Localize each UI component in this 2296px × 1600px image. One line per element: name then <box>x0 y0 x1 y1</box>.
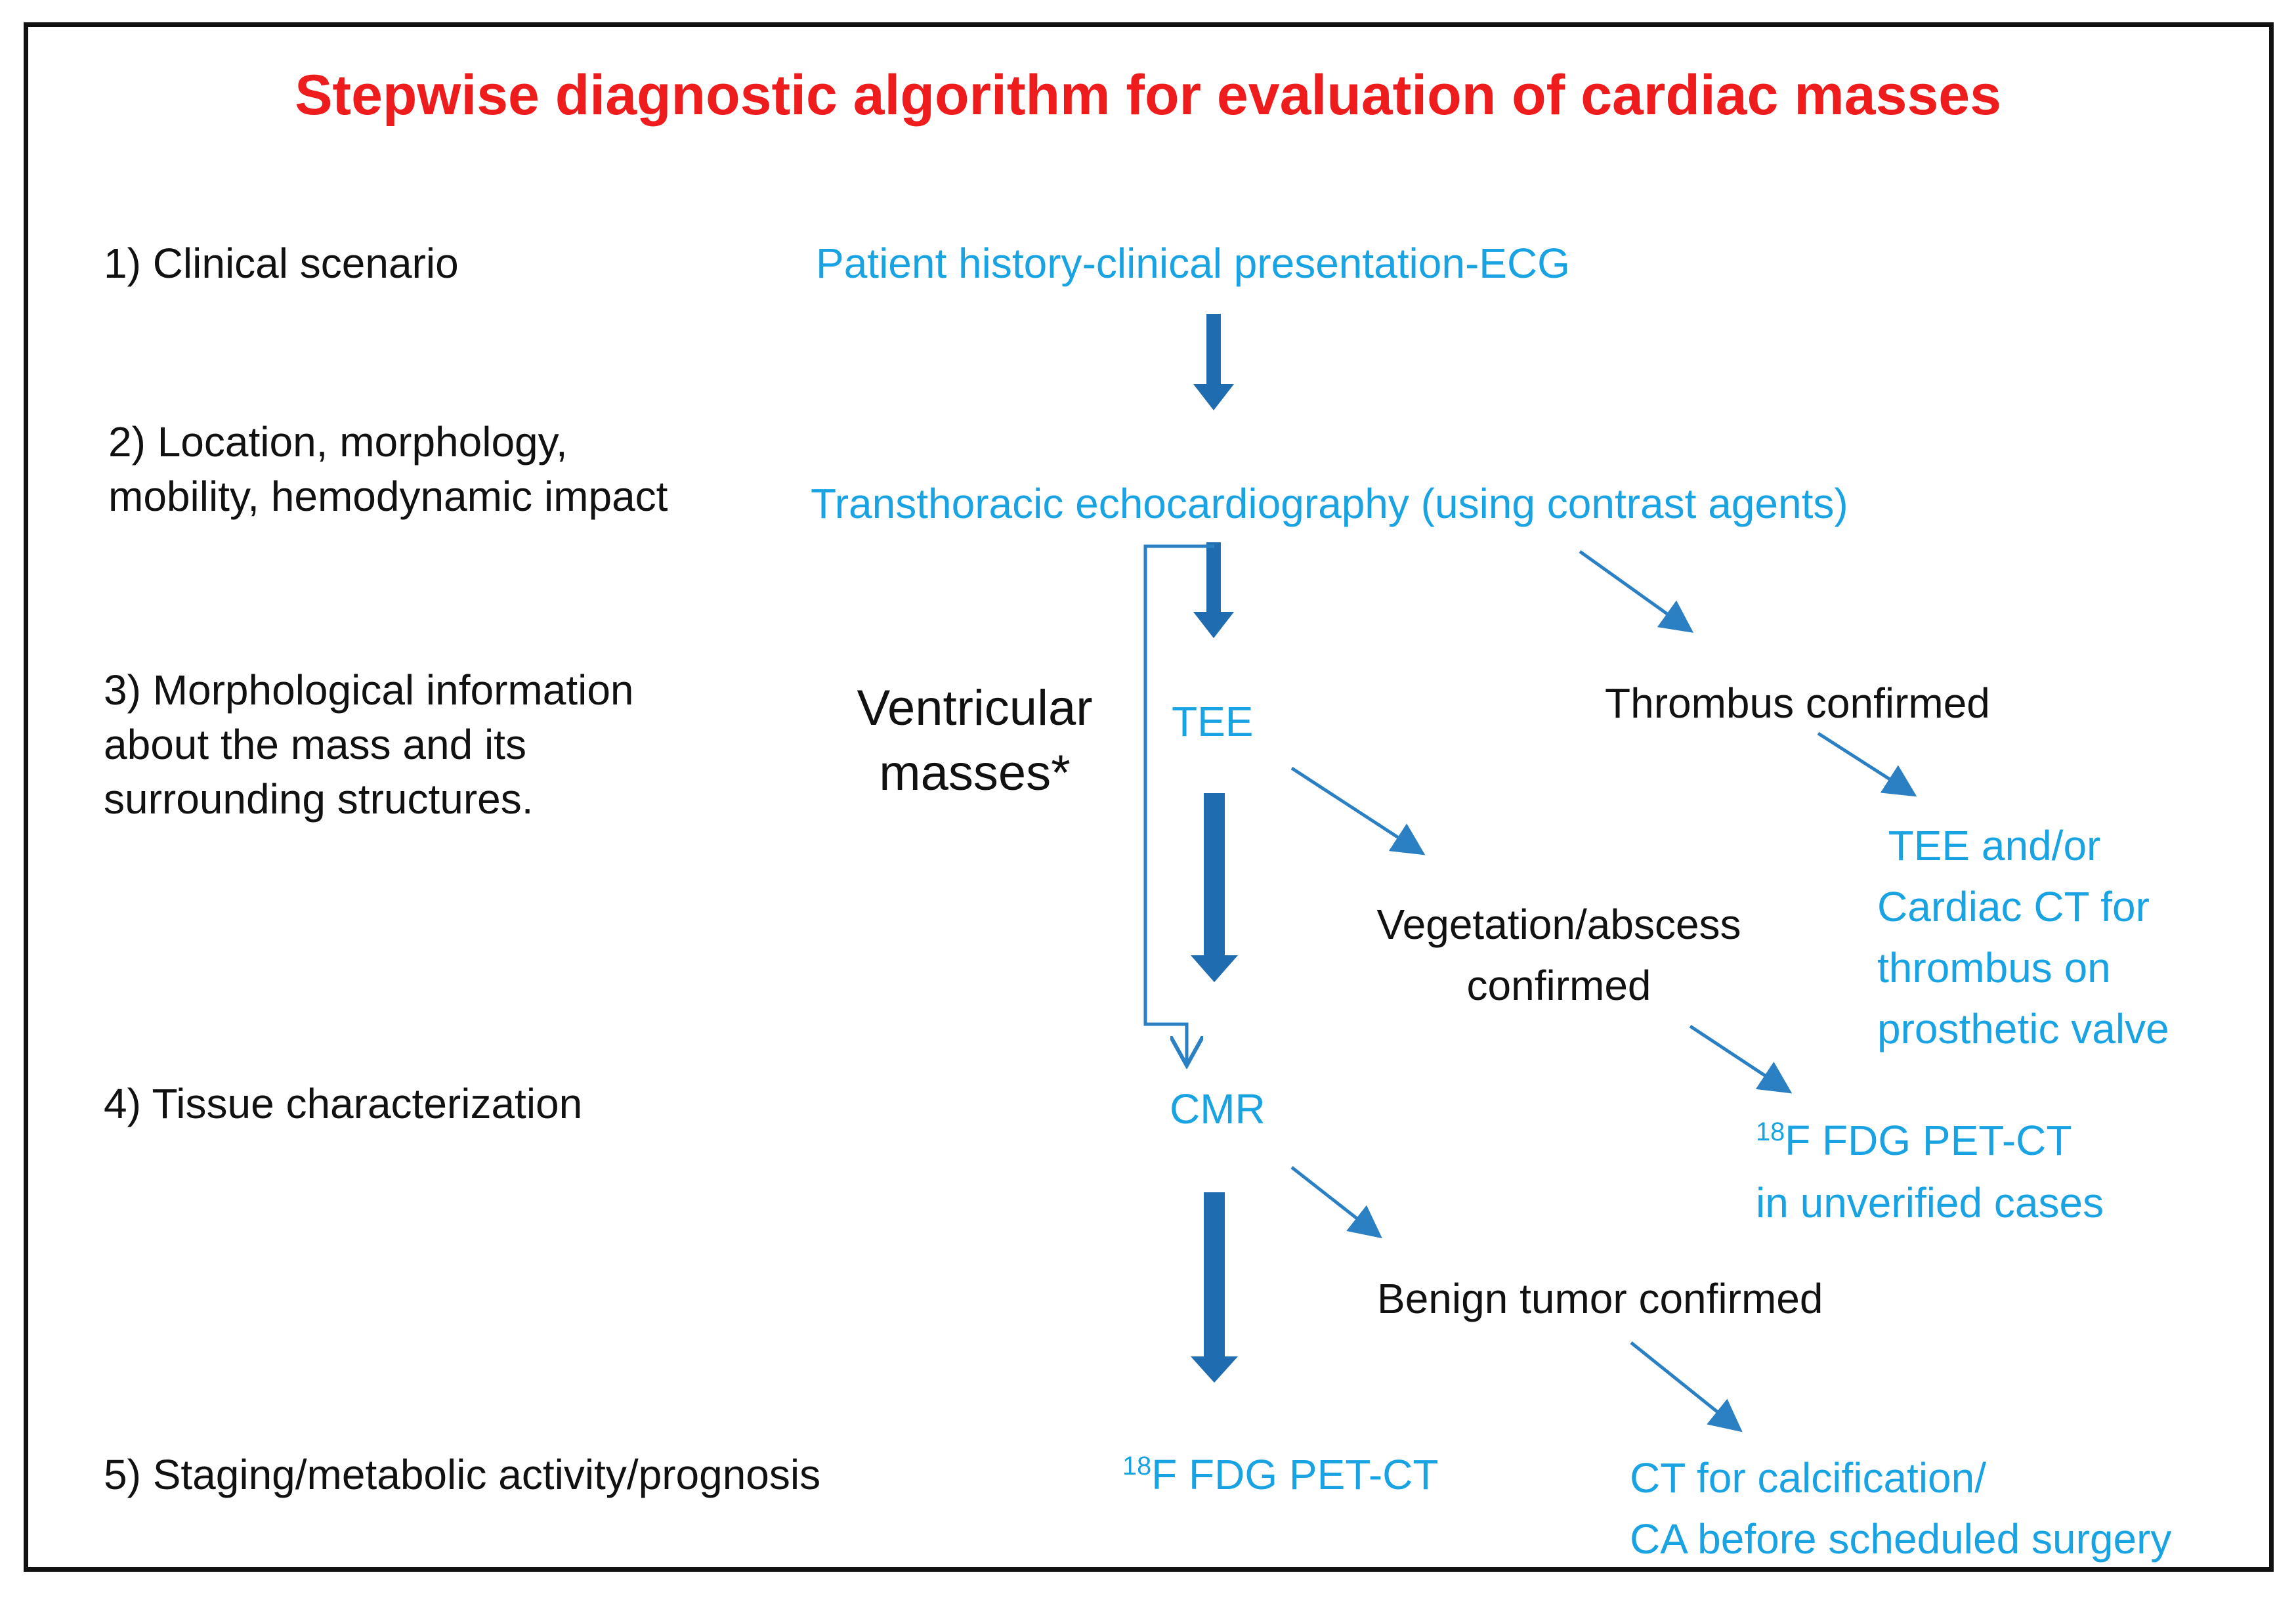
thick-down-arrow-icon-3 <box>1191 793 1238 982</box>
outcome-vegetation: Vegetation/abscess confirmed <box>1355 894 1762 1016</box>
followup-benign-line-2: CA before scheduled surgery <box>1630 1515 2172 1563</box>
step-5-line-1: 5) Staging/metabolic activity/prognosis <box>104 1451 821 1498</box>
step-1-label: 1) Clinical scenario <box>104 236 459 291</box>
step-3-line-3: surrounding structures. <box>104 775 534 823</box>
ventricular-masses-label: Ventricular masses* <box>837 676 1113 806</box>
followup-thrombus-line-2: Cardiac CT for <box>1877 883 2150 930</box>
followup-vegetation-line-1: 18F FDG PET-CT <box>1756 1110 2104 1172</box>
outcome-vegetation-line-1: Vegetation/abscess <box>1376 901 1741 948</box>
thin-diagonal-arrow-icon-tee-vegetation <box>1290 766 1426 855</box>
outcome-vegetation-line-2: confirmed <box>1466 962 1651 1009</box>
step-2-line-1: 2) Location, morphology, <box>108 418 568 465</box>
followup-vegetation-text: F FDG PET-CT <box>1785 1117 2072 1164</box>
followup-vegetation-line-2: in unverified cases <box>1756 1179 2104 1226</box>
node-tte: Transthoracic echocardiography (using co… <box>811 480 1848 527</box>
step-3-line-2: about the mass and its <box>104 721 526 769</box>
step-3-label: 3) Morphological information about the m… <box>104 663 634 827</box>
followup-thrombus-line-3: thrombus on <box>1877 944 2111 991</box>
followup-benign-line-1: CT for calcification/ <box>1630 1454 1986 1502</box>
node-tee: TEE <box>1172 698 1254 745</box>
outcome-benign: Benign tumor confirmed <box>1377 1275 1823 1322</box>
followup-vegetation-isotope: 18 <box>1756 1117 1785 1147</box>
diagram-frame <box>24 22 2274 1572</box>
elbow-arrow-icon <box>1143 544 1214 1062</box>
thin-diagonal-arrow-icon-vegetation-followup <box>1689 1024 1793 1094</box>
pet-ct-isotope: 18 <box>1122 1452 1152 1481</box>
thin-diagonal-arrow-icon-tte-thrombus <box>1579 550 1694 633</box>
step-1-line-1: 1) Clinical scenario <box>104 240 459 287</box>
node-cmr: CMR <box>1170 1085 1265 1133</box>
followup-thrombus: TEE and/or Cardiac CT for thrombus on pr… <box>1877 815 2169 1060</box>
step-4-label: 4) Tissue characterization <box>104 1077 582 1131</box>
followup-vegetation: 18F FDG PET-CT in unverified cases <box>1756 1110 2104 1234</box>
step-2-label: 2) Location, morphology, mobility, hemod… <box>108 415 668 524</box>
ventricular-line-2: masses* <box>879 745 1071 801</box>
node-patient-history: Patient history-clinical presentation-EC… <box>816 240 1570 287</box>
thin-diagonal-arrow-icon-cmr-benign <box>1290 1166 1382 1239</box>
followup-benign: CT for calcification/ CA before schedule… <box>1630 1448 2171 1570</box>
followup-thrombus-line-4: prosthetic valve <box>1877 1005 2169 1052</box>
node-pet-ct: 18F FDG PET-CT <box>1122 1448 1438 1502</box>
step-5-label: 5) Staging/metabolic activity/prognosis <box>104 1448 820 1502</box>
thick-down-arrow-icon-2 <box>1193 542 1234 638</box>
thin-diagonal-arrow-icon-benign-followup <box>1630 1341 1743 1433</box>
thick-down-arrow-icon-1 <box>1193 314 1234 410</box>
step-2-line-2: mobility, hemodynamic impact <box>108 473 668 521</box>
thick-down-arrow-icon-4 <box>1191 1192 1238 1383</box>
thin-diagonal-arrow-icon-thrombus-followup <box>1817 731 1917 797</box>
step-4-line-1: 4) Tissue characterization <box>104 1080 583 1127</box>
step-3-line-1: 3) Morphological information <box>104 666 634 714</box>
followup-thrombus-line-1: TEE and/or <box>1877 822 2101 869</box>
outcome-thrombus: Thrombus confirmed <box>1605 680 1990 727</box>
diagram-title: Stepwise diagnostic algorithm for evalua… <box>295 64 2001 127</box>
ventricular-line-1: Ventricular <box>857 680 1093 736</box>
pet-ct-text: F FDG PET-CT <box>1151 1451 1439 1498</box>
